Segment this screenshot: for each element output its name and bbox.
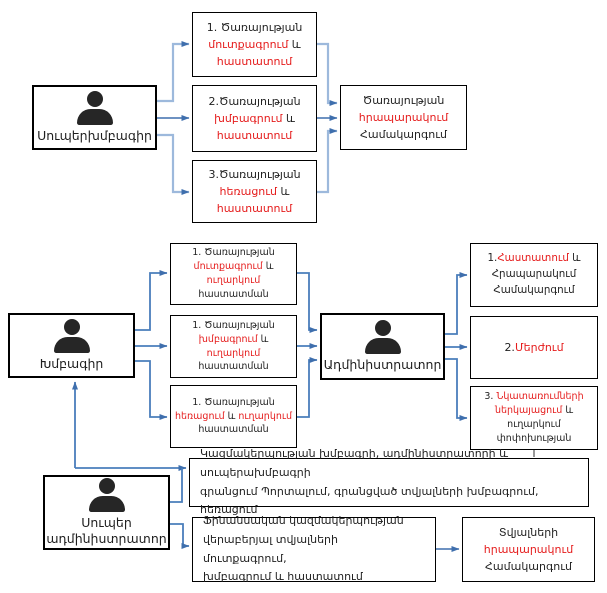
connector-admin-action1 [445,272,468,335]
registration-description-box: Կազմակերպության խմբագրի, ադմինիստրատորի … [189,447,589,516]
super-editor-box: Սուպերխմբագիր [32,85,157,150]
person-icon [73,91,117,125]
person-icon [361,320,405,354]
connector-task3-admin [297,357,318,418]
person-icon [50,319,94,353]
connector-admin-action3 [445,358,468,421]
administrator-box: Ադմինիստրատոր [320,313,445,380]
connector-task3-result [317,128,338,194]
connector-supereditor-task3 [157,133,190,195]
editor-label: Խմբագիր [39,356,104,372]
admin-action-2-box: 2.Մերժում [470,316,598,379]
connector-supereditor-task1 [157,41,190,103]
super-editor-label: Սուպերխմբագիր [37,128,152,144]
connector-superadmin-junction [170,468,183,503]
editor-box: Խմբագիր [8,313,135,378]
connector-task1-admin [297,272,318,333]
connector-task1-result [317,42,338,106]
administrator-label: Ադմինիստրատոր [323,357,442,373]
person-icon [85,478,129,512]
connector-editor-task3 [135,360,168,420]
connector-editor-task1 [135,270,168,331]
connector-superadmin-wide2 [170,523,190,549]
